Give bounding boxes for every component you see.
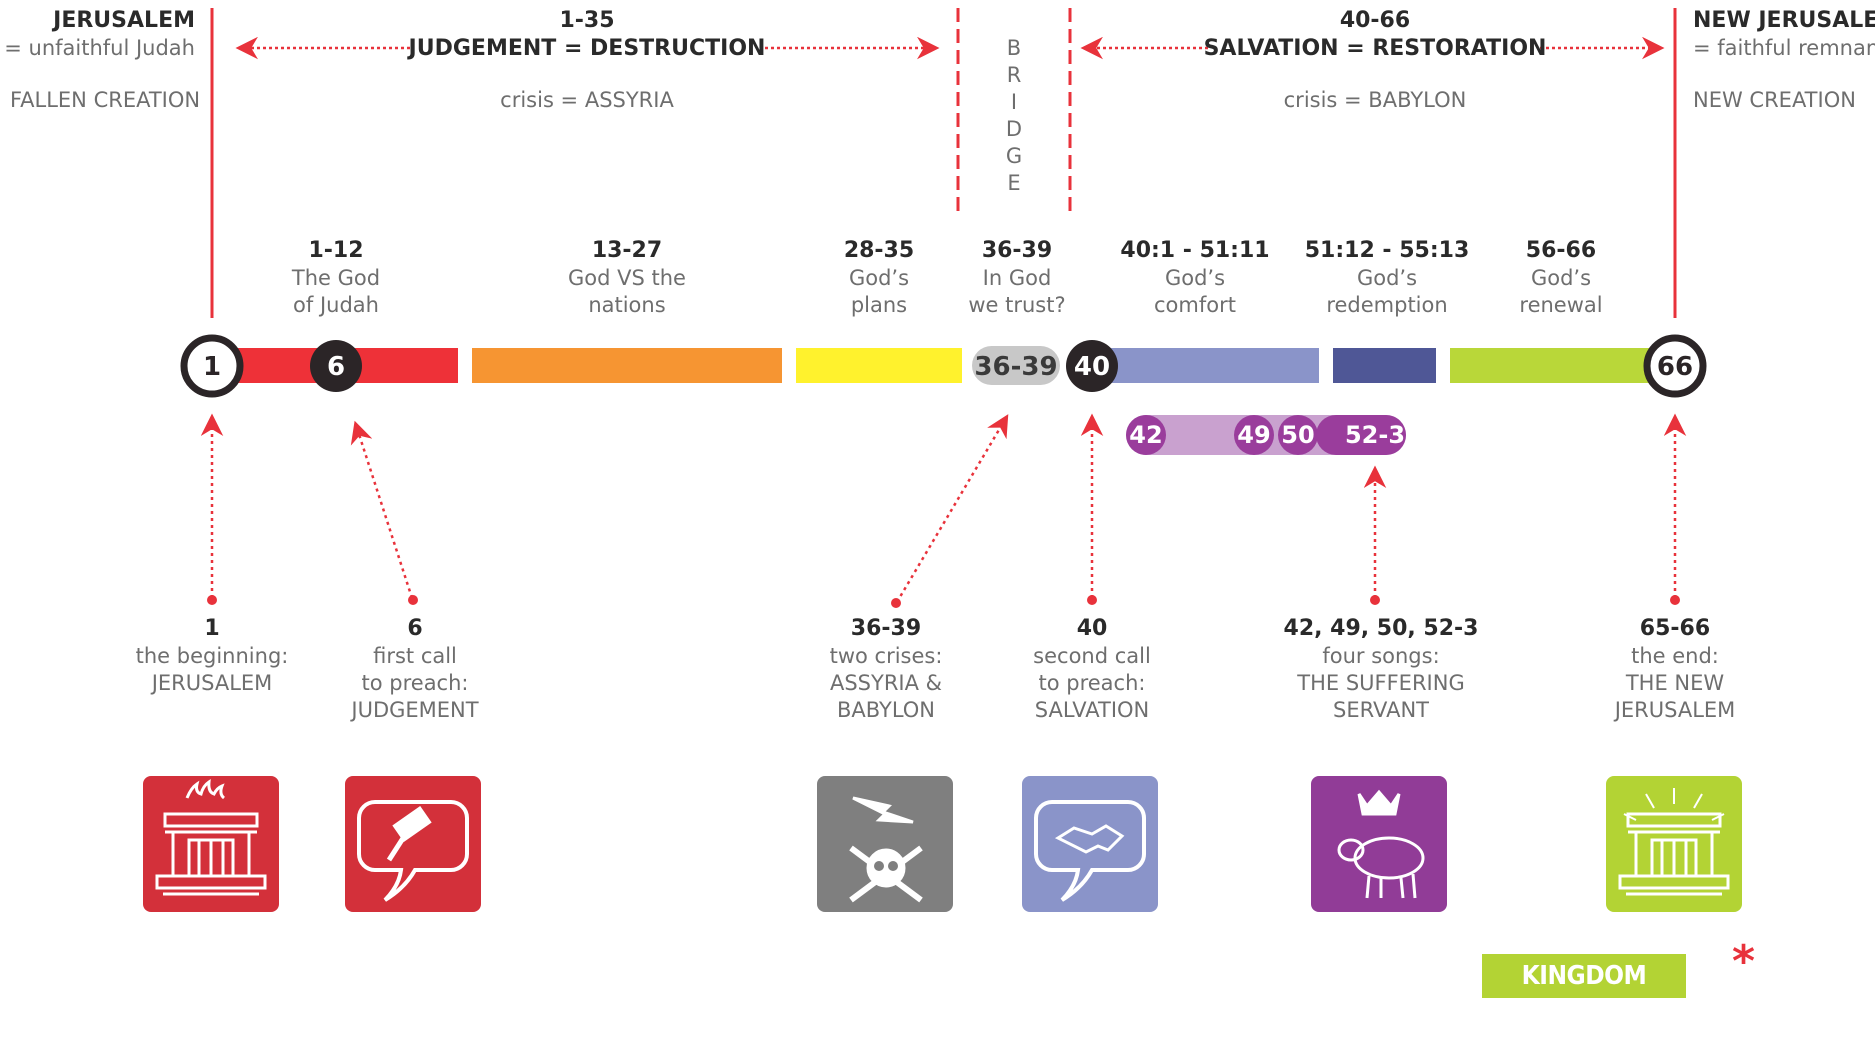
kingdom-come-button[interactable]: KINGDOM COME!: [1482, 954, 1686, 1035]
marker-40-circle: [1066, 340, 1118, 392]
marker-6-circle: [310, 340, 362, 392]
bar-40-51: [1085, 348, 1319, 383]
burning-temple-icon: [143, 776, 279, 912]
song-50-pill: [1278, 415, 1318, 455]
callout-36-39-arrow: [895, 414, 1009, 603]
judgement-crisis: crisis = ASSYRIA: [500, 88, 674, 112]
section-36-39: 36-39 In God we trust?: [968, 238, 1066, 317]
song-42-pill: [1126, 415, 1166, 455]
bar-51-55: [1333, 348, 1436, 383]
section-56-66: 56-66 God’s renewal: [1519, 238, 1603, 317]
callout-40: 40 second call to preach: SALVATION: [1033, 616, 1151, 722]
song-50-label: 50: [1281, 421, 1315, 449]
salvation-crisis: crisis = BABYLON: [1283, 88, 1467, 112]
salvation-speech-icon: [1022, 776, 1158, 912]
judgement-speech-icon: [345, 776, 481, 912]
marker-66-circle: [1643, 334, 1707, 398]
marker-40-label: 40: [1073, 352, 1111, 382]
judgement-title: JUDGEMENT = DESTRUCTION: [408, 36, 766, 61]
song-49-pill: [1234, 415, 1274, 455]
song-52-3-label: 52-3: [1344, 421, 1406, 449]
header-jerusalem-title: JERUSALEM: [53, 8, 195, 33]
timeline-diagram: [180, 8, 1707, 608]
marker-6-label: 6: [326, 352, 346, 382]
marker-1-circle: [180, 334, 244, 398]
callout-6-arrow: [350, 420, 414, 599]
marker-1-label: 1: [202, 352, 222, 382]
header-new-creation: NEW CREATION: [1693, 88, 1856, 112]
bridge-pill: [972, 346, 1060, 385]
bar-28-35: [796, 348, 962, 383]
song-52-3-pill: [1316, 415, 1406, 455]
asterisk-mark: *: [1732, 936, 1756, 987]
callout-1: 1 the beginning: JERUSALEM: [135, 616, 289, 695]
bar-13-27: [472, 348, 782, 383]
section-28-35: 28-35 God’s plans: [843, 238, 915, 317]
song-49-label: 49: [1237, 421, 1271, 449]
callout-songs: 42, 49, 50, 52-3 four songs: THE SUFFERI…: [1283, 616, 1479, 722]
new-jerusalem-icon: [1606, 776, 1742, 912]
servant-lamb-icon: [1311, 776, 1447, 912]
song-42-label: 42: [1129, 421, 1163, 449]
callout-36-39: 36-39 two crises: ASSYRIA & BABYLON: [829, 616, 943, 722]
header-fallen-creation: FALLEN CREATION: [10, 88, 201, 112]
marker-66-label: 66: [1656, 352, 1694, 382]
callout-65-66: 65-66 the end: THE NEW JERUSALEM: [1614, 616, 1736, 722]
salvation-title: SALVATION = RESTORATION: [1203, 36, 1547, 61]
crisis-skull-icon: [817, 776, 953, 912]
section-40-51: 40:1 - 51:11 God’s comfort: [1120, 238, 1270, 317]
callout-6: 6 first call to preach: JUDGEMENT: [351, 616, 479, 722]
judgement-range: 1-35: [559, 8, 615, 33]
salvation-range: 40-66: [1339, 8, 1411, 33]
section-13-27: 13-27 God VS the nations: [568, 238, 686, 317]
section-51-55: 51:12 - 55:13 God’s redemption: [1304, 238, 1470, 317]
bar-56-66: [1450, 348, 1650, 383]
header-new-jerusalem-sub: = faithful remnant: [1693, 36, 1875, 60]
marker-bridge-label: 36-39: [974, 352, 1058, 382]
section-1-12: 1-12 The God of Judah: [291, 238, 381, 317]
header-new-jerusalem-title: NEW JERUSALEM: [1693, 8, 1875, 33]
header-jerusalem-sub: = unfaithful Judah: [4, 36, 195, 60]
